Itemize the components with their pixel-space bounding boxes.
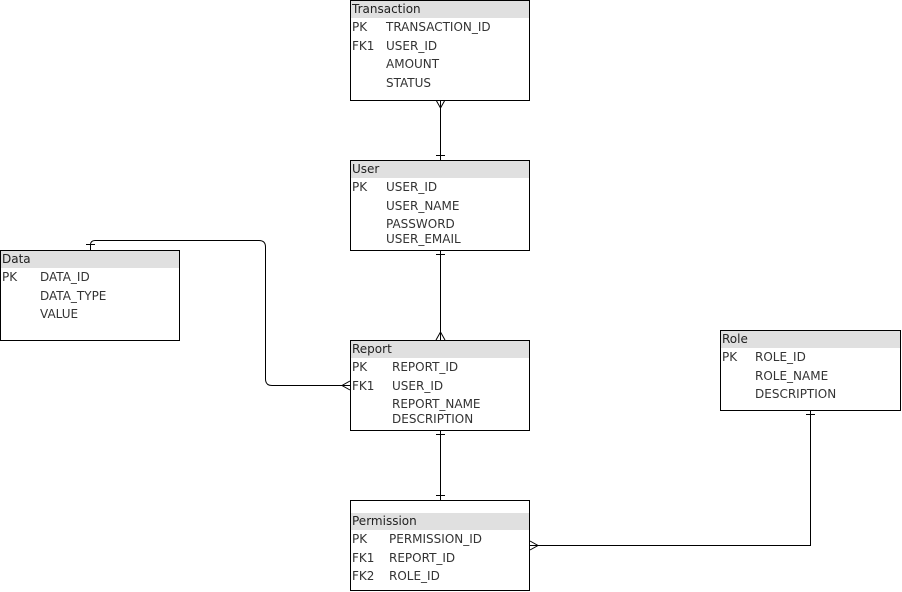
field-row: FK2 ROLE_ID <box>351 567 529 586</box>
field-row: FK1 USER_ID <box>351 37 529 56</box>
entity-title: Data <box>1 251 179 268</box>
field-row: DESCRIPTION <box>351 412 529 427</box>
key-label: PK <box>352 20 368 34</box>
key-label: FK1 <box>352 38 375 53</box>
field-name: DATA_TYPE <box>40 288 107 303</box>
key-label: PK <box>2 270 18 284</box>
field-row: DATA_TYPE <box>1 287 179 306</box>
field-name: REPORT_ID <box>389 550 456 565</box>
field-name: DESCRIPTION <box>392 412 474 426</box>
field-name: USER_EMAIL <box>386 232 461 246</box>
key-label: PK <box>352 360 368 374</box>
field-row: PK PERMISSION_ID <box>351 530 529 549</box>
field-name: ROLE_NAME <box>755 368 829 383</box>
entity-data[interactable]: Data PK DATA_ID DATA_TYPE VALUE <box>0 250 180 341</box>
field-row: PK DATA_ID <box>1 268 179 287</box>
link-data-report <box>86 240 351 391</box>
field-row: REPORT_NAME <box>351 397 529 412</box>
field-name: REPORT_ID <box>392 360 459 374</box>
link-report-permission <box>436 430 445 500</box>
link-transaction-user <box>435 99 446 160</box>
key-label: PK <box>722 350 738 364</box>
field-name: ROLE_ID <box>389 569 440 583</box>
field-row: USER_NAME <box>351 197 529 216</box>
entity-title: User <box>351 161 529 178</box>
entity-role[interactable]: Role PK ROLE_ID ROLE_NAME DESCRIPTION <box>720 330 901 411</box>
entity-title: Role <box>721 331 900 348</box>
field-name: USER_ID <box>386 38 438 53</box>
key-label: PK <box>352 532 368 546</box>
link-permission-role <box>529 410 815 551</box>
field-row: AMOUNT <box>351 55 529 74</box>
field-name: DESCRIPTION <box>755 387 837 401</box>
entity-user[interactable]: User PK USER_ID USER_NAME PASSWORD USER_E… <box>350 160 530 251</box>
field-name: PERMISSION_ID <box>389 532 483 546</box>
field-row: PK REPORT_ID <box>351 358 529 377</box>
field-name: DATA_ID <box>40 270 90 284</box>
field-row: FK1 USER_ID <box>351 377 529 396</box>
field-name: USER_ID <box>392 378 444 393</box>
field-row: VALUE <box>1 305 179 324</box>
field-row: DESCRIPTION <box>721 385 900 404</box>
entity-title: Transaction <box>351 1 529 18</box>
key-label: PK <box>352 180 368 194</box>
field-name: USER_NAME <box>386 198 460 213</box>
field-row: PASSWORD <box>351 217 529 232</box>
field-name: REPORT_NAME <box>392 397 481 411</box>
field-row: PK ROLE_ID <box>721 348 900 367</box>
field-row: PK TRANSACTION_ID <box>351 18 529 37</box>
key-label: FK1 <box>352 550 375 565</box>
field-name: AMOUNT <box>386 57 440 71</box>
field-name: ROLE_ID <box>755 350 806 364</box>
field-name: USER_ID <box>386 180 438 194</box>
field-row: ROLE_NAME <box>721 367 900 386</box>
field-row: PK USER_ID <box>351 178 529 197</box>
field-name: VALUE <box>40 307 79 321</box>
field-name: STATUS <box>386 75 432 90</box>
key-label: FK2 <box>352 569 375 583</box>
field-name: TRANSACTION_ID <box>386 20 491 34</box>
field-name: PASSWORD <box>386 217 455 231</box>
entity-title: Report <box>351 341 529 358</box>
key-label: FK1 <box>352 378 375 393</box>
field-row: FK1 REPORT_ID <box>351 549 529 568</box>
field-row: STATUS <box>351 74 529 93</box>
field-row: USER_EMAIL <box>351 232 529 247</box>
link-user-report <box>435 250 446 341</box>
entity-title: Permission <box>351 513 529 530</box>
entity-report[interactable]: Report PK REPORT_ID FK1 USER_ID REPORT_NAM… <box>350 340 530 431</box>
